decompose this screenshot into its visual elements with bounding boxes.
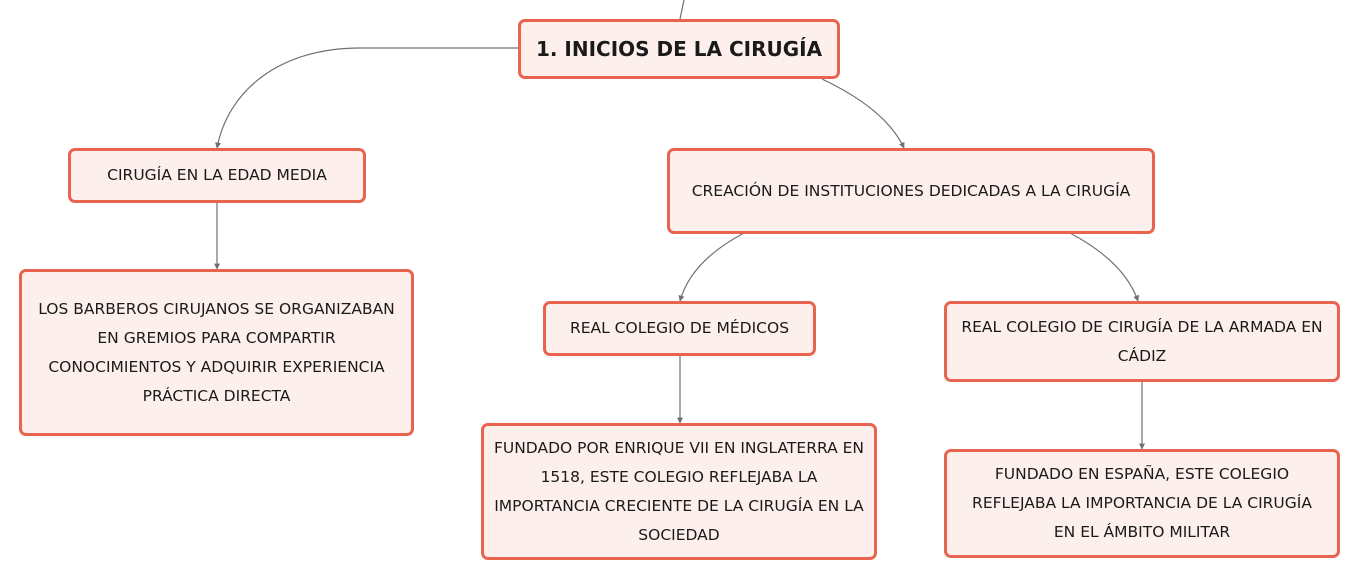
node-real-colegio-armada-desc-label: FUNDADO EN ESPAÑA, ESTE COLEGIO REFLEJAB… [972, 465, 1312, 541]
connector-root-to-edad-media [215, 47, 518, 149]
node-barberos-cirujanos-label: LOS BARBEROS CIRUJANOS SE ORGANIZABAN EN… [38, 299, 395, 405]
connector-instituciones-to-medicos [678, 232, 745, 302]
node-real-colegio-armada-label: REAL COLEGIO DE CIRUGÍA DE LA ARMADA EN … [961, 317, 1323, 365]
node-cirugia-edad-media[interactable]: CIRUGÍA EN LA EDAD MEDIA [68, 148, 366, 203]
connector-instituciones-to-armada [1069, 232, 1140, 302]
root-node-label: 1. INICIOS DE LA CIRUGÍA [535, 37, 823, 61]
connector-root-to-instituciones [821, 78, 905, 149]
node-real-colegio-medicos[interactable]: REAL COLEGIO DE MÉDICOS [543, 301, 816, 356]
node-cirugia-edad-media-label: CIRUGÍA EN LA EDAD MEDIA [107, 166, 327, 184]
node-real-colegio-armada-desc[interactable]: FUNDADO EN ESPAÑA, ESTE COLEGIO REFLEJAB… [944, 449, 1340, 558]
node-creacion-instituciones-label: CREACIÓN DE INSTITUCIONES DEDICADAS A LA… [691, 181, 1131, 200]
node-real-colegio-medicos-desc[interactable]: FUNDADO POR ENRIQUE VII EN INGLATERRA EN… [481, 423, 877, 560]
node-barberos-cirujanos[interactable]: LOS BARBEROS CIRUJANOS SE ORGANIZABAN EN… [19, 269, 414, 436]
root-node[interactable]: 1. INICIOS DE LA CIRUGÍA [518, 19, 840, 79]
node-real-colegio-medicos-desc-label: FUNDADO POR ENRIQUE VII EN INGLATERRA EN… [493, 438, 865, 544]
connector-parent-to-root [679, 0, 685, 20]
node-creacion-instituciones[interactable]: CREACIÓN DE INSTITUCIONES DEDICADAS A LA… [667, 148, 1155, 234]
node-real-colegio-medicos-label: REAL COLEGIO DE MÉDICOS [569, 319, 790, 337]
node-real-colegio-armada[interactable]: REAL COLEGIO DE CIRUGÍA DE LA ARMADA EN … [944, 301, 1340, 382]
